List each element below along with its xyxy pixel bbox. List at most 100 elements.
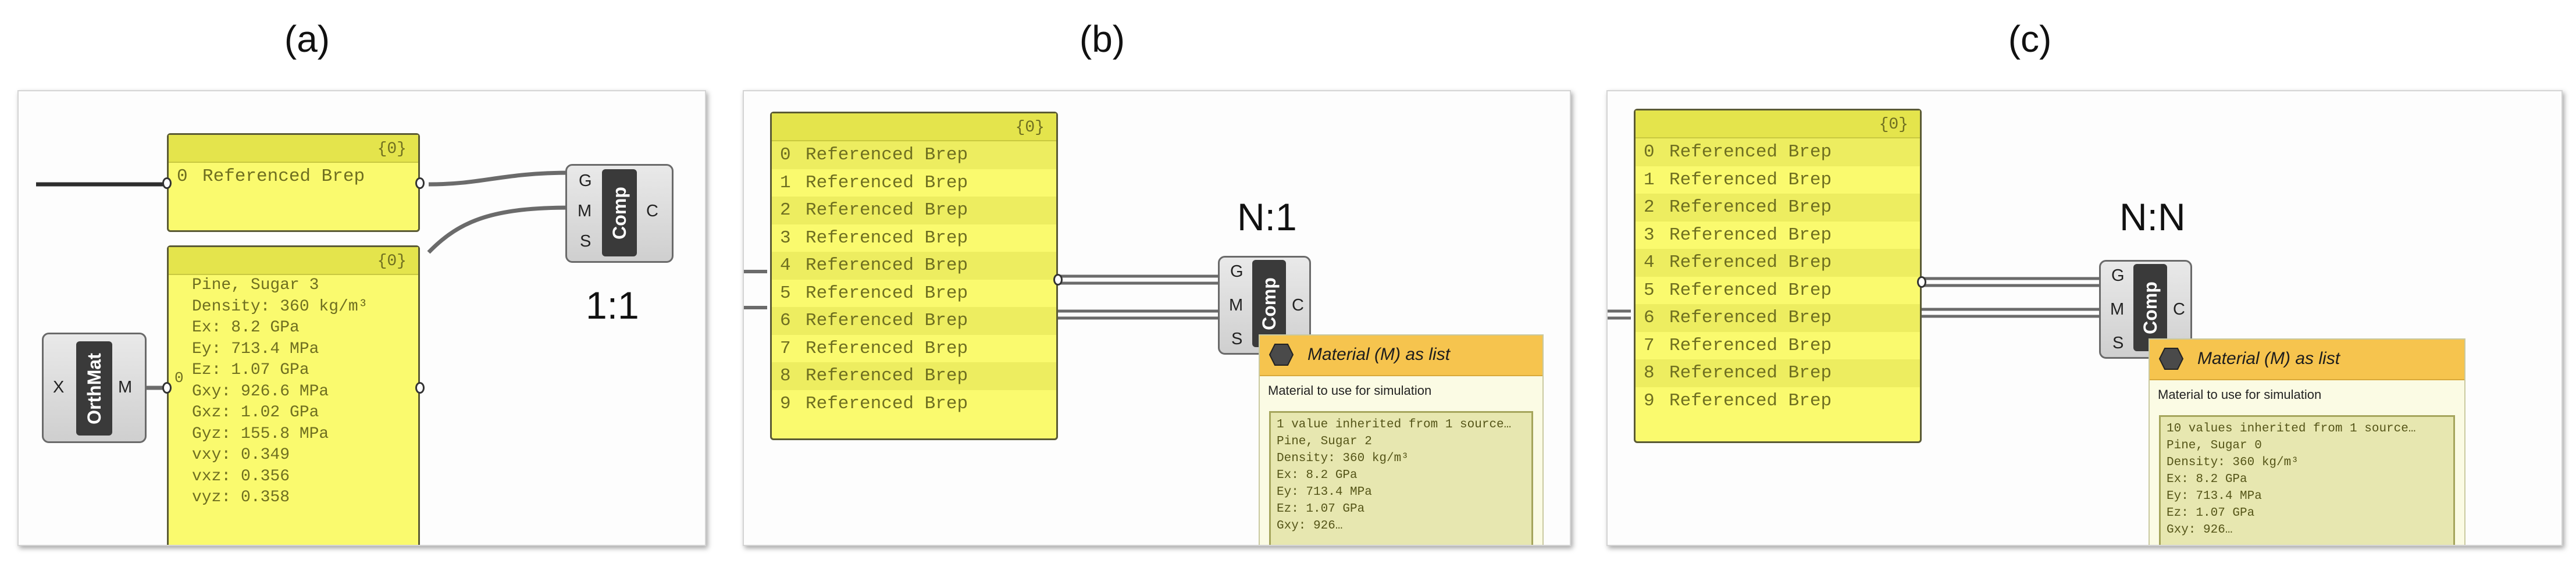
tooltip-line: Ey: 713.4 MPa (1277, 486, 1372, 499)
comp-core: Comp (1252, 260, 1286, 347)
comp-input-m[interactable]: M (578, 202, 592, 220)
tooltip-line: Ez: 1.07 GPa (1277, 502, 1365, 516)
row-index: 3 (780, 227, 791, 248)
material-lines: Pine, Sugar 3 Density: 360 kg/m³ Ex: 8.2… (192, 275, 368, 509)
comp-output-c[interactable]: C (2173, 300, 2185, 319)
comp-core: Comp (2133, 264, 2167, 351)
comp-input-g[interactable]: G (1230, 262, 1244, 281)
row-index: 7 (780, 338, 791, 359)
row-index: 2 (780, 200, 791, 220)
row-text: Referenced Brep (1669, 308, 1832, 328)
comp-input-s[interactable]: S (1231, 330, 1243, 348)
tooltip-description: Material to use for simulation (2158, 387, 2322, 402)
row-index: 5 (780, 283, 791, 304)
panel-c-label: (c) (2008, 18, 2052, 60)
row-text: Referenced Brep (806, 311, 968, 331)
orthomat-output-m[interactable]: M (118, 378, 133, 397)
comp-input-g[interactable]: G (2111, 266, 2125, 285)
comp-input-m[interactable]: M (2110, 300, 2125, 319)
brep-panel[interactable]: {0} 0 Referenced Brep (167, 133, 420, 232)
row-text: Referenced Brep (806, 145, 968, 165)
ratio-label-b: N:1 (1237, 195, 1297, 238)
row-text: Referenced Brep (1669, 197, 1832, 217)
tooltip-line: Ey: 713.4 MPa (2167, 490, 2262, 503)
material-panel-count: {0} (169, 247, 418, 275)
tooltip-line: Gxy: 926… (2167, 523, 2233, 537)
comp-component[interactable]: G M S Comp C (2099, 260, 2192, 359)
brep-row: 7 Referenced Brep (1636, 332, 1920, 360)
material-panel-output-grip[interactable] (415, 382, 425, 394)
row-index: 1 (1644, 169, 1655, 190)
material-line: Gxy: 926.6 MPa (192, 382, 329, 401)
ratio-label-c: N:N (2119, 195, 2186, 238)
tooltip-values: 1 value inherited from 1 source… Pine, S… (1269, 411, 1533, 545)
brep-row: 1 Referenced Brep (1636, 166, 1920, 194)
orthomat-core: OrthMat (76, 341, 112, 436)
wires-c (1608, 277, 2102, 320)
panel-b-label: (b) (1079, 18, 1125, 60)
orthomat-component[interactable]: X OrthMat M (42, 333, 147, 443)
wire-mat-to-m (427, 205, 572, 254)
material-line: Ex: 8.2 GPa (192, 319, 300, 337)
row-text: Referenced Brep (806, 200, 968, 220)
tooltip-line: Density: 360 kg/m³ (2167, 456, 2299, 469)
row-index: 8 (1644, 363, 1655, 383)
row-index: 0 (1644, 142, 1655, 162)
material-panel[interactable]: {0} 0 Pine, Sugar 3 Density: 360 kg/m³ E… (167, 245, 420, 545)
comp-name: Comp (608, 186, 630, 240)
wires-b (744, 270, 1221, 320)
comp-output-c[interactable]: C (1292, 296, 1304, 315)
row-text: Referenced Brep (1669, 363, 1832, 383)
comp-output-c[interactable]: C (646, 202, 658, 220)
material-panel-input-grip[interactable] (162, 382, 172, 394)
row-text: Referenced Brep (1669, 142, 1832, 162)
comp-input-m[interactable]: M (1229, 296, 1244, 315)
tooltip-line: Ez: 1.07 GPa (2167, 506, 2255, 520)
material-line: Density: 360 kg/m³ (192, 297, 368, 316)
tooltip-description: Material to use for simulation (1268, 383, 1432, 398)
row-index: 6 (1644, 308, 1655, 328)
material-hexagon-icon (1269, 344, 1294, 366)
row-text: Referenced Brep (806, 393, 968, 414)
orthomat-input-x[interactable]: X (53, 378, 65, 397)
row-text: Referenced Brep (1669, 335, 1832, 356)
brep-panel-input-grip[interactable] (162, 177, 172, 189)
material-line: Gxz: 1.02 GPa (192, 404, 319, 422)
row-index: 7 (1644, 335, 1655, 356)
comp-component[interactable]: G M S Comp C (565, 164, 674, 263)
material-line: vxy: 0.349 (192, 446, 290, 464)
row-index: 9 (1644, 390, 1655, 411)
row-text: Referenced Brep (1669, 169, 1832, 190)
brep-panel-output-grip[interactable] (415, 177, 425, 189)
row-text: Referenced Brep (1669, 390, 1832, 411)
row-text: Referenced Brep (806, 338, 968, 359)
brep-list-output-grip[interactable] (1917, 276, 1926, 288)
comp-input-s[interactable]: S (2112, 334, 2124, 352)
tooltip-line: Gxy: 926… (1277, 519, 1343, 533)
tooltip-line: Pine, Sugar 2 (1277, 435, 1372, 448)
row-index: 5 (1644, 280, 1655, 301)
brep-panel-count: {0} (169, 135, 418, 163)
tooltip-line: Density: 360 kg/m³ (1277, 452, 1409, 465)
comp-core: Comp (602, 169, 637, 256)
tooltip-line: Ex: 8.2 GPa (2167, 473, 2247, 486)
row-text: Referenced Brep (1669, 280, 1832, 301)
row-text: Referenced Brep (806, 227, 968, 248)
brep-row: 3 Referenced Brep (772, 224, 1056, 252)
canvas-a: {0} 0 Referenced Brep {0} 0 Pine, Sugar … (17, 90, 706, 546)
tooltip-line: Pine, Sugar 0 (2167, 439, 2262, 452)
material-line: vxz: 0.356 (192, 467, 290, 486)
brep-list-output-grip[interactable] (1053, 274, 1063, 286)
row-index: 9 (780, 393, 791, 414)
row-text: Referenced Brep (806, 172, 968, 193)
comp-input-g[interactable]: G (579, 172, 592, 190)
comp-input-s[interactable]: S (580, 232, 592, 251)
